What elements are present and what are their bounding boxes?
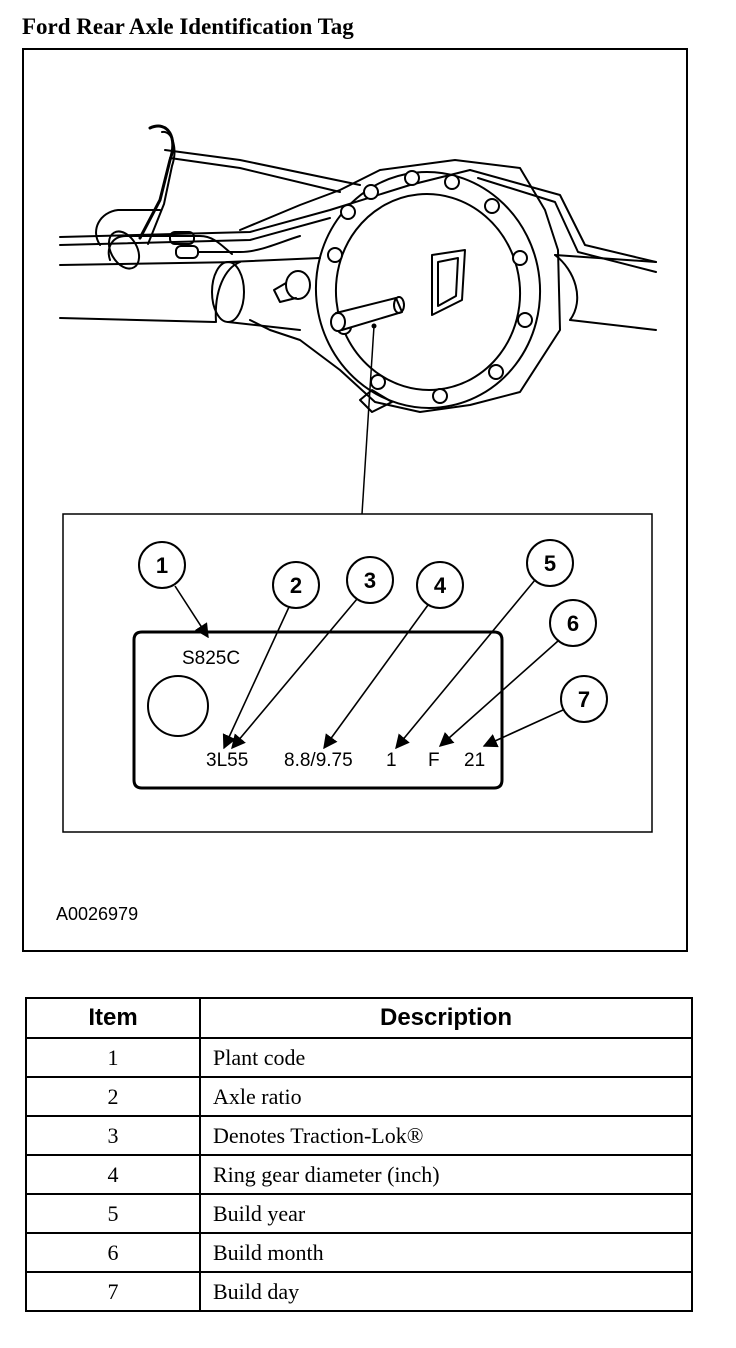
table-header-row: Item Description [25,997,693,1039]
figure-frame [22,48,688,952]
item-cell: 6 [25,1232,201,1273]
callout-circle-3 [346,556,394,604]
callout-circle-2 [272,561,320,609]
callout-label-7: 7 [578,687,590,712]
tag-detail-box [62,513,653,833]
tag-diameter: 8.8/9.75 [284,750,353,771]
page-title: Ford Rear Axle Identification Tag [22,14,354,39]
callout-circle-6 [549,599,597,647]
tag-year: 1 [386,750,397,771]
callout-label-4: 4 [434,573,447,598]
item-cell: 1 [25,1037,201,1078]
item-cell: 7 [25,1271,201,1312]
callout-label-1: 1 [156,553,168,578]
leader-dot [371,323,377,329]
callout-arrow-2 [222,606,290,750]
callout-arrow-4 [323,604,429,750]
description-cell: Denotes Traction-Lok® [199,1115,693,1156]
callout-arrow-5 [395,579,536,750]
header-item: Item [25,997,201,1039]
callout-arrow-7 [482,709,564,748]
description-cell: Ring gear diameter (inch) [199,1154,693,1195]
legend-table: Item Description 1 Plant code 2 Axle rat… [25,997,693,1312]
tag-plant-code: S825C [182,648,240,669]
leader-line [361,325,375,515]
axle-drawing [59,124,657,413]
callout-circle-4 [416,561,464,609]
description-cell: Build year [199,1193,693,1234]
description-cell: Axle ratio [199,1076,693,1117]
table-row: 1 Plant code [25,1037,693,1078]
callout-circle-7 [560,675,608,723]
table-row: 5 Build year [25,1193,693,1234]
description-cell: Plant code [199,1037,693,1078]
callout-arrow-1 [174,585,209,639]
table-row: 6 Build month [25,1232,693,1273]
item-cell: 5 [25,1193,201,1234]
callout-circle-5 [526,539,574,587]
callout-arrow-3 [231,598,358,750]
axle-diagram: S825C 3L55 8.8/9.75 1 F 21 1 2 3 4 5 6 7 [59,124,657,833]
description-cell: Build month [199,1232,693,1273]
table-row: 4 Ring gear diameter (inch) [25,1154,693,1195]
axle-tag [132,630,504,790]
tag-ratio: 3L55 [206,750,248,771]
description-cell: Build day [199,1271,693,1312]
table-row: 7 Build day [25,1271,693,1312]
callout-arrow-6 [438,640,559,747]
callout-label-2: 2 [290,573,302,598]
callout-label-5: 5 [544,551,556,576]
callout-label-3: 3 [364,568,376,593]
tag-hole [147,675,209,737]
item-cell: 4 [25,1154,201,1195]
tag-month: F [428,750,440,771]
item-cell: 2 [25,1076,201,1117]
item-cell: 3 [25,1115,201,1156]
callout-label-6: 6 [567,611,579,636]
figure-id: A0026979 [56,904,139,924]
callout-circle-1 [138,541,186,589]
table-row: 2 Axle ratio [25,1076,693,1117]
table-row: 3 Denotes Traction-Lok® [25,1115,693,1156]
tag-day: 21 [464,750,485,771]
header-description: Description [199,997,693,1039]
